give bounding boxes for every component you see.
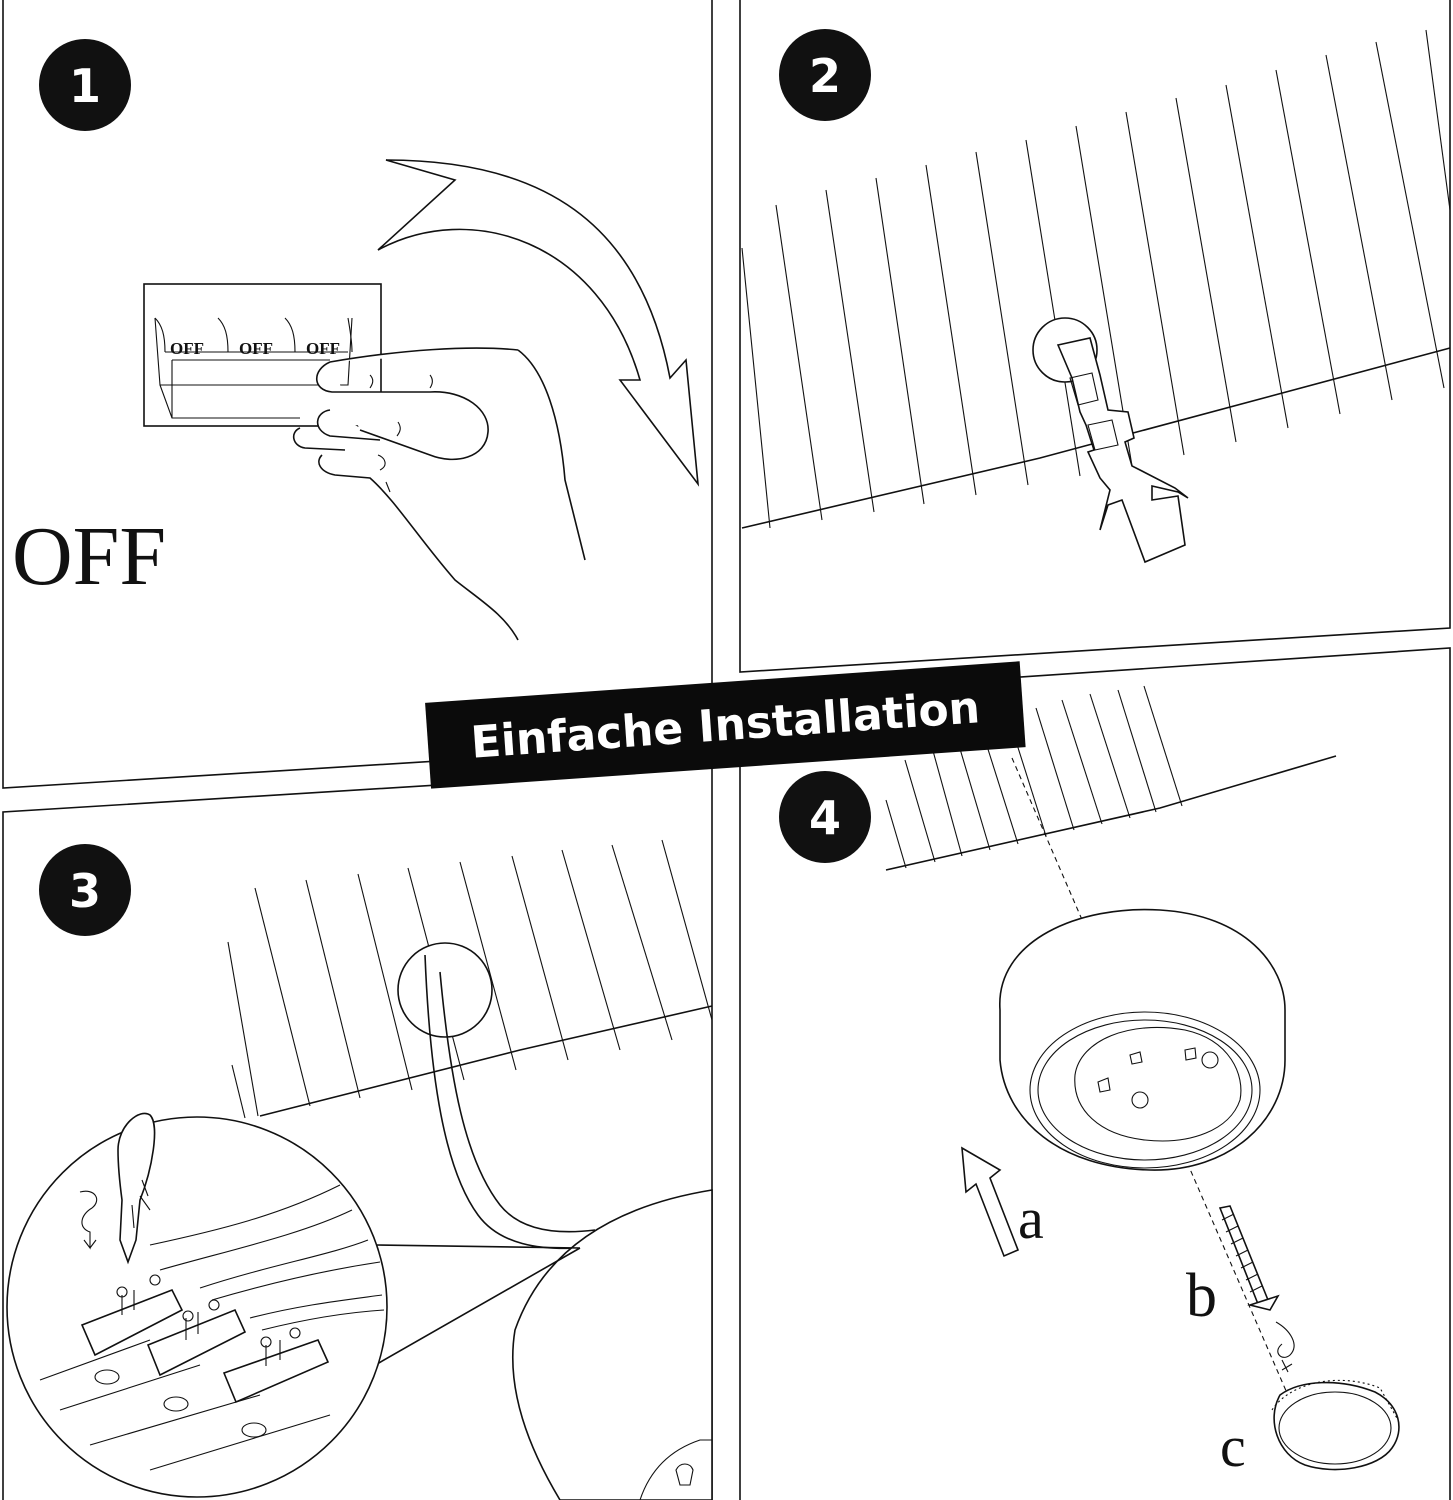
surface-luminaire (999, 908, 1286, 1171)
panel-step-3: 3 (2, 767, 713, 1500)
panel-step-4: 4 a (739, 647, 1451, 1500)
wiring-detail-zoom (6, 1112, 388, 1498)
ceiling-hatching-4 (885, 685, 1183, 869)
screw-turn-icon (1275, 1321, 1295, 1373)
label-a: a (1018, 1186, 1044, 1251)
step-3-badge (39, 844, 131, 936)
step-4-badge (779, 771, 871, 863)
step-2-number: 2 (809, 49, 841, 103)
turn-off-arrow-icon (377, 159, 700, 487)
hand-illustration (292, 347, 586, 641)
push-up-arrow-icon (961, 1146, 1020, 1258)
step-1-badge (39, 39, 131, 131)
step-3-number: 3 (69, 864, 101, 918)
screw-rotate-icon (79, 1190, 98, 1250)
mounting-screw (1218, 1205, 1280, 1311)
step-1-number: 1 (69, 59, 101, 113)
step-1-off-label: OFF (12, 510, 166, 603)
switch-label-2: OFF (239, 339, 273, 358)
title-banner: Einfache Installation (425, 661, 1026, 789)
switch-label-1: OFF (170, 339, 204, 358)
wall-plug-anchor (1032, 317, 1189, 564)
label-c: c (1220, 1414, 1246, 1479)
step-2-badge (779, 29, 871, 121)
panel-step-2: 2 (739, 0, 1451, 673)
step-4-number: 4 (809, 791, 841, 845)
ceiling-hatching-2 (741, 29, 1451, 529)
label-b: b (1186, 1262, 1217, 1330)
panel-step-1: 1 OFF OFF OFF OFF (2, 0, 713, 789)
switch-label-3: OFF (306, 339, 340, 358)
gx53-lamp (1271, 1379, 1400, 1471)
